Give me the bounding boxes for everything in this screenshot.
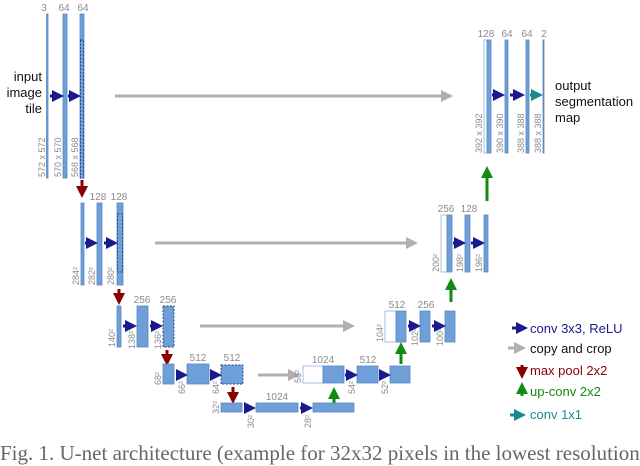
channel-label: 64 — [501, 29, 513, 40]
size-label: 66² — [177, 381, 187, 394]
channel-label: 128 — [111, 192, 128, 203]
channel-label: 512 — [224, 353, 241, 364]
size-label: 138² — [127, 331, 137, 349]
size-label: 68² — [153, 372, 163, 385]
feature-map — [389, 365, 411, 384]
size-label: 392 x 392 — [474, 113, 484, 153]
legend-copy-crop: copy and crop — [530, 341, 612, 356]
channel-label: 2 — [541, 29, 547, 40]
feature-map — [504, 39, 509, 154]
channel-label: 1024 — [312, 355, 335, 366]
channel-label: 128 — [478, 29, 495, 40]
cropped-region — [80, 39, 84, 179]
channel-label: 256 — [418, 300, 435, 311]
feature-map — [464, 214, 471, 273]
channel-label: 512 — [389, 300, 406, 311]
channel-label: 3 — [41, 3, 47, 14]
feature-map — [136, 305, 149, 348]
feature-map — [312, 402, 355, 413]
feature-map — [162, 363, 175, 385]
size-label: 52² — [380, 381, 390, 394]
channel-label: 64 — [77, 3, 89, 14]
feature-map — [483, 214, 489, 273]
size-label: 200² — [431, 254, 441, 272]
size-label: 54² — [347, 381, 357, 394]
output-label-line: map — [555, 110, 580, 125]
channel-label: 512 — [190, 353, 207, 364]
feature-map — [446, 214, 453, 273]
cropped-region — [117, 213, 123, 273]
size-label: 198² — [455, 254, 465, 272]
size-label: 104² — [375, 324, 385, 342]
size-label: 102² — [410, 328, 420, 346]
copied-feature-map — [483, 39, 488, 154]
feature-map — [486, 39, 492, 154]
copied-feature-map — [302, 365, 324, 384]
channel-label: 128 — [461, 204, 478, 215]
legend: conv 3x3, ReLU copy and crop max pool 2x… — [508, 321, 623, 422]
size-label: 28² — [303, 415, 313, 428]
copied-feature-map — [440, 214, 448, 273]
feature-map — [356, 365, 379, 384]
input-label-line: image — [7, 85, 42, 100]
copied-feature-map — [384, 310, 397, 343]
size-label: 30² — [246, 415, 256, 428]
feature-map-cropped — [162, 305, 175, 348]
size-label: 572 x 572 — [37, 137, 47, 177]
size-label: 568 x 568 — [70, 137, 80, 177]
feature-map — [116, 305, 122, 348]
feature-map — [220, 402, 243, 413]
channel-label: 256 — [438, 204, 455, 215]
size-label: 32² — [211, 401, 221, 414]
channel-label: 256 — [160, 295, 177, 306]
channel-label: 512 — [360, 355, 377, 366]
size-label: 388 x 388 — [533, 113, 543, 153]
feature-map — [186, 363, 210, 385]
channel-label: 64 — [521, 29, 533, 40]
output-label-line: segmentation — [555, 94, 633, 109]
channel-label: 128 — [90, 192, 107, 203]
channel-label: 256 — [134, 295, 151, 306]
size-label: 64² — [211, 381, 221, 394]
feature-map — [62, 13, 68, 179]
feature-map — [322, 365, 345, 384]
size-label: 56² — [293, 370, 303, 383]
legend-up-conv: up-conv 2x2 — [530, 384, 601, 399]
size-label: 100² — [435, 328, 445, 346]
feature-map — [96, 202, 103, 286]
size-label: 390 x 390 — [495, 113, 505, 153]
unet-diagram: input image tile 3 64 64 572 x 572 570 x… — [7, 3, 633, 428]
feature-map — [525, 39, 530, 154]
feature-map-cropped — [220, 364, 244, 385]
size-label: 280² — [106, 267, 116, 285]
legend-conv-1x1: conv 1x1 — [530, 407, 582, 422]
legend-max-pool: max pool 2x2 — [530, 363, 607, 378]
input-label-line: tile — [25, 101, 42, 116]
size-label: 284² — [71, 267, 81, 285]
size-label: 140² — [107, 329, 117, 347]
size-label: 136² — [153, 331, 163, 349]
feature-map — [255, 402, 299, 413]
channel-label: 1024 — [266, 392, 289, 403]
feature-map — [46, 13, 49, 179]
output-label-line: output — [555, 78, 592, 93]
size-label: 388 x 388 — [516, 113, 526, 153]
output-map — [542, 39, 545, 154]
feature-map — [80, 202, 85, 286]
legend-conv: conv 3x3, ReLU — [530, 321, 623, 336]
feature-map — [395, 310, 407, 343]
size-label: 570 x 570 — [53, 137, 63, 177]
size-label: 282² — [87, 267, 97, 285]
channel-label: 64 — [58, 3, 70, 14]
feature-map — [419, 310, 431, 343]
input-label-line: input — [14, 69, 43, 84]
size-label: 196² — [474, 254, 484, 272]
feature-map — [444, 310, 456, 343]
